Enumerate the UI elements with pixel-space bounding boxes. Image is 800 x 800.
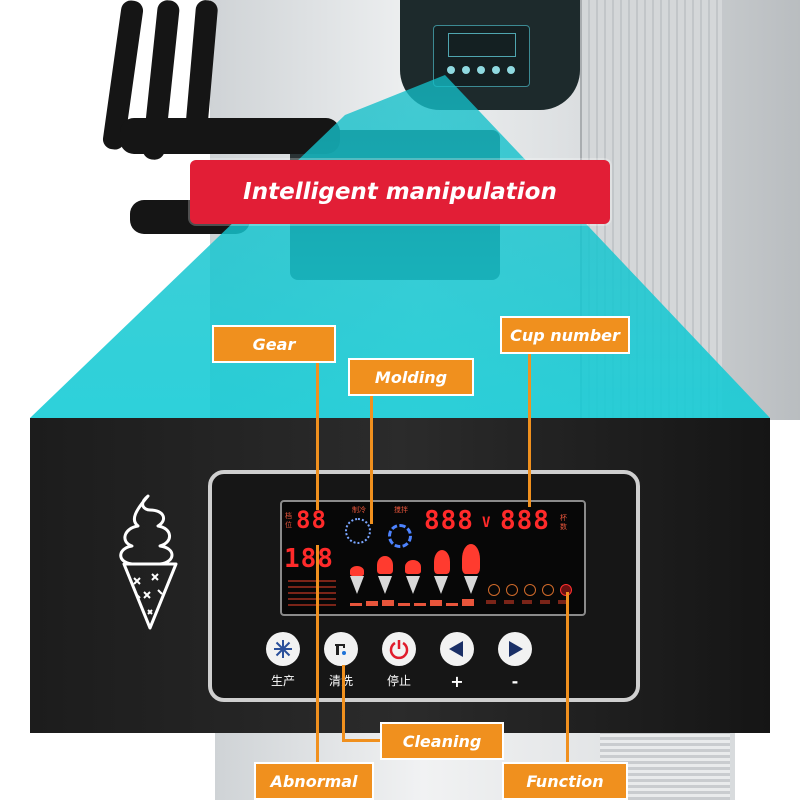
cup-number-callout: Cup number	[500, 316, 630, 354]
voltage-unit: V	[482, 515, 492, 531]
stop-button-label: 停止	[386, 674, 411, 688]
molding-label: 制冷	[352, 506, 366, 514]
arrow-right-icon	[509, 641, 523, 657]
produce-button-label: 生产	[270, 674, 295, 688]
molding-level-2-icon	[377, 556, 393, 574]
function-labels	[486, 600, 574, 604]
molding-callout-line	[370, 394, 373, 524]
cup-number-value: 888	[500, 506, 550, 536]
abnormal-value: 188	[284, 544, 334, 574]
gear-callout-line	[316, 360, 319, 510]
function-callout-line	[566, 592, 569, 764]
machine-mini-button	[462, 66, 470, 74]
cone-icon	[464, 576, 478, 594]
function-indicator	[542, 584, 554, 596]
molding-level-5-icon	[462, 544, 480, 574]
fan-icon	[388, 524, 412, 548]
cone-icon	[406, 576, 420, 594]
machine-mini-button	[477, 66, 485, 74]
molding-callout: Molding	[348, 358, 474, 396]
molding-bar	[430, 600, 442, 606]
molding-bar	[366, 601, 378, 606]
cone-icon	[350, 576, 364, 594]
molding-bar	[446, 603, 458, 606]
produce-button[interactable]	[266, 632, 300, 666]
abnormal-callout-line	[316, 545, 319, 765]
molding-bar	[462, 599, 474, 606]
molding-bar	[398, 603, 410, 606]
machine-display-digits	[448, 33, 516, 57]
cup-number-callout-line	[528, 352, 531, 507]
plus-button[interactable]	[440, 632, 474, 666]
minus-button[interactable]	[498, 632, 532, 666]
machine-mini-button	[447, 66, 455, 74]
voltage-value: 888	[424, 506, 474, 536]
machine-mini-button	[507, 66, 515, 74]
power-icon	[389, 640, 409, 660]
molding-bar	[414, 603, 426, 606]
clean-button[interactable]	[324, 632, 358, 666]
faucet-icon	[335, 644, 346, 655]
cleaning-callout: Cleaning	[380, 722, 504, 760]
banner-title: Intelligent manipulation	[190, 160, 610, 224]
molding-level-4-icon	[434, 550, 450, 574]
gear-value: 88	[296, 506, 327, 534]
gear-callout: Gear	[212, 325, 336, 363]
cleaning-callout-line	[342, 739, 384, 742]
arrow-left-icon	[449, 641, 463, 657]
plus-button-label: +	[450, 672, 464, 691]
cone-icon	[434, 576, 448, 594]
cone-icon	[378, 576, 392, 594]
cup-number-label: 杯数	[560, 514, 567, 531]
function-callout: Function	[502, 762, 628, 800]
molding-level-1-icon	[350, 566, 364, 576]
abnormal-indicator-text	[288, 578, 336, 606]
stop-button[interactable]	[382, 632, 416, 666]
function-indicator	[524, 584, 536, 596]
gear-label: 档位	[285, 512, 292, 529]
snowflake-icon	[274, 640, 292, 658]
clean-button-label: 清洗	[328, 674, 353, 688]
minus-button-label: -	[511, 672, 519, 691]
stir-label: 搅拌	[394, 506, 408, 514]
cleaning-callout-line	[342, 665, 345, 741]
molding-bar	[382, 600, 394, 606]
dispenser-lever-bar	[120, 118, 340, 154]
molding-bar	[350, 603, 362, 606]
abnormal-callout: Abnormal	[254, 762, 374, 800]
function-indicator	[488, 584, 500, 596]
snowflake-icon	[345, 518, 371, 544]
molding-level-3-icon	[405, 560, 421, 574]
ice-cream-cone-icon	[119, 494, 178, 630]
function-indicator	[506, 584, 518, 596]
machine-mini-button	[492, 66, 500, 74]
